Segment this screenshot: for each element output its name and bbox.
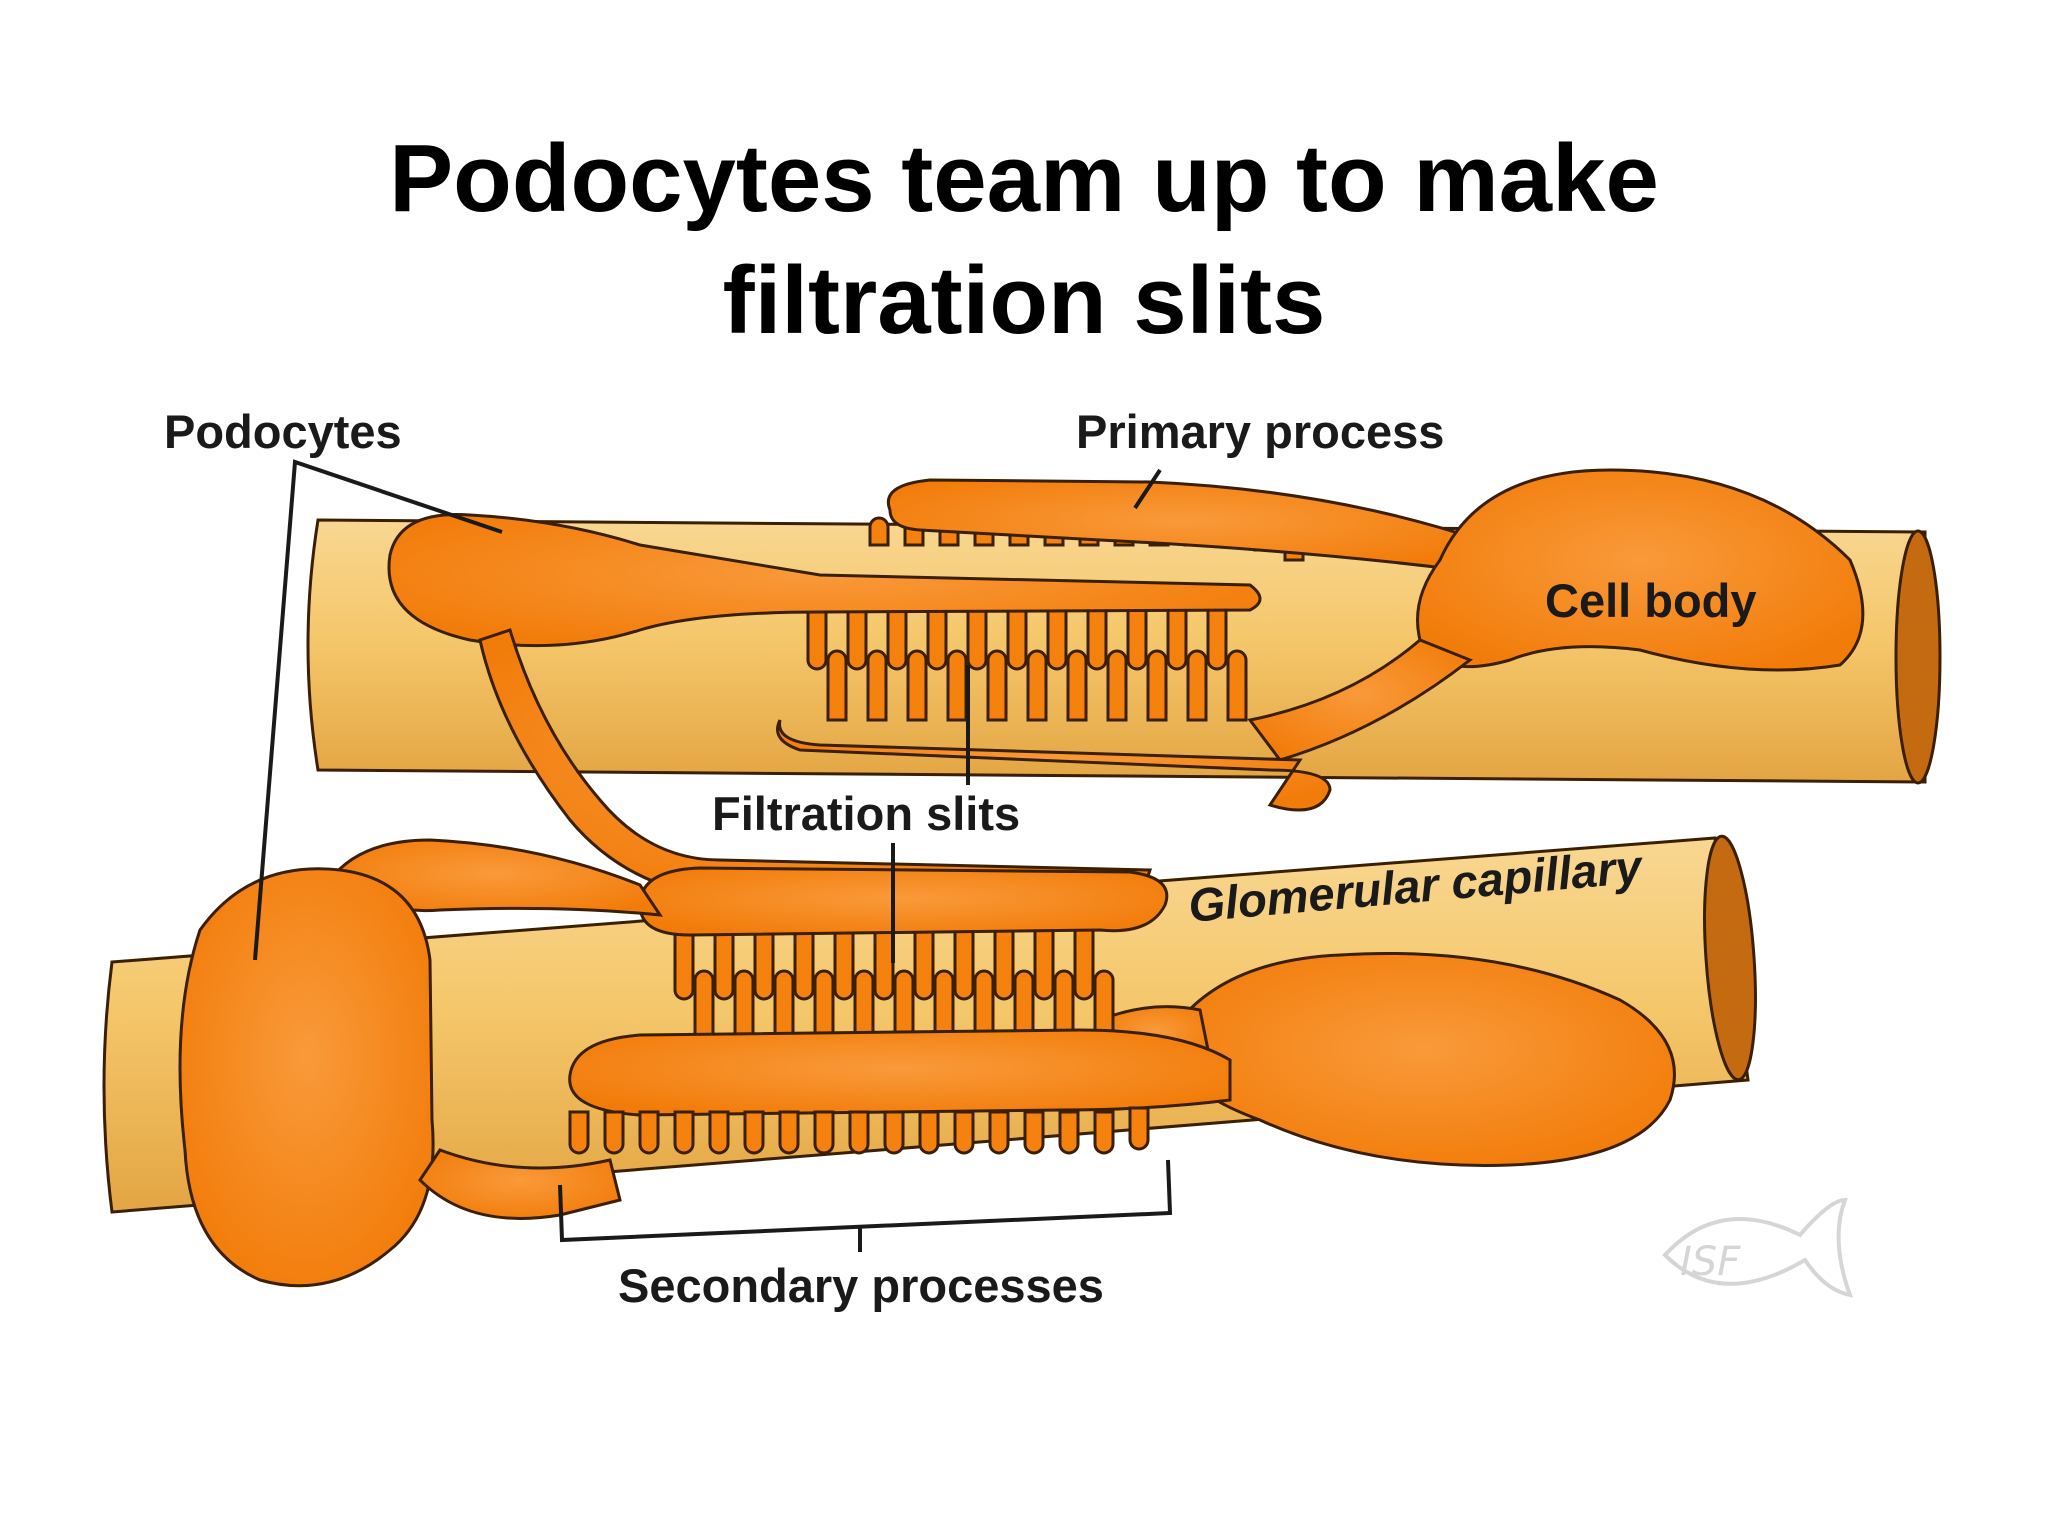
lower-bottom-process [568,1028,1232,1117]
leader-lines [253,459,1173,1252]
watermark-fish-logo: ISF [1662,1197,1854,1298]
lower-secondary-processes [568,1106,1150,1155]
label-podocytes: Podocytes [164,405,402,458]
label-filtration-slits: Filtration slits [712,787,1020,840]
process-left-bottom [418,1148,622,1220]
label-primary-process: Primary process [1076,405,1444,458]
primary-process-leader [1133,468,1162,510]
title-line-2: filtration slits [722,247,1326,354]
cell-body-lower-left [178,867,435,1288]
podocyte-lower-left [178,838,664,1288]
watermark-text: ISF [1680,1239,1741,1285]
cell-body-lower-right [1172,951,1676,1167]
title-line-1: Podocytes team up to make [389,125,1659,232]
long-lower-process [776,719,1332,812]
slide-title: Podocytes team up to make filtration sli… [0,118,2048,362]
upper-filtration-slits [806,598,1248,722]
podocytes-leader [253,459,503,961]
lower-primary-processes [568,866,1232,1117]
label-cell-body: Cell body [1545,574,1757,627]
lower-top-process [638,866,1169,937]
lower-filtration-slits [673,923,1115,1047]
lower-capillary-lumen [1703,834,1757,1082]
upper-capillary-lumen [1894,529,1942,785]
podocyte-upper-right [776,468,1865,812]
lower-capillary [102,834,1757,1214]
secondary-processes-bracket [558,1159,1173,1243]
process-left-to-upper [327,838,664,917]
cell-body-upper [1416,468,1865,672]
label-secondary-processes: Secondary processes [618,1259,1104,1312]
